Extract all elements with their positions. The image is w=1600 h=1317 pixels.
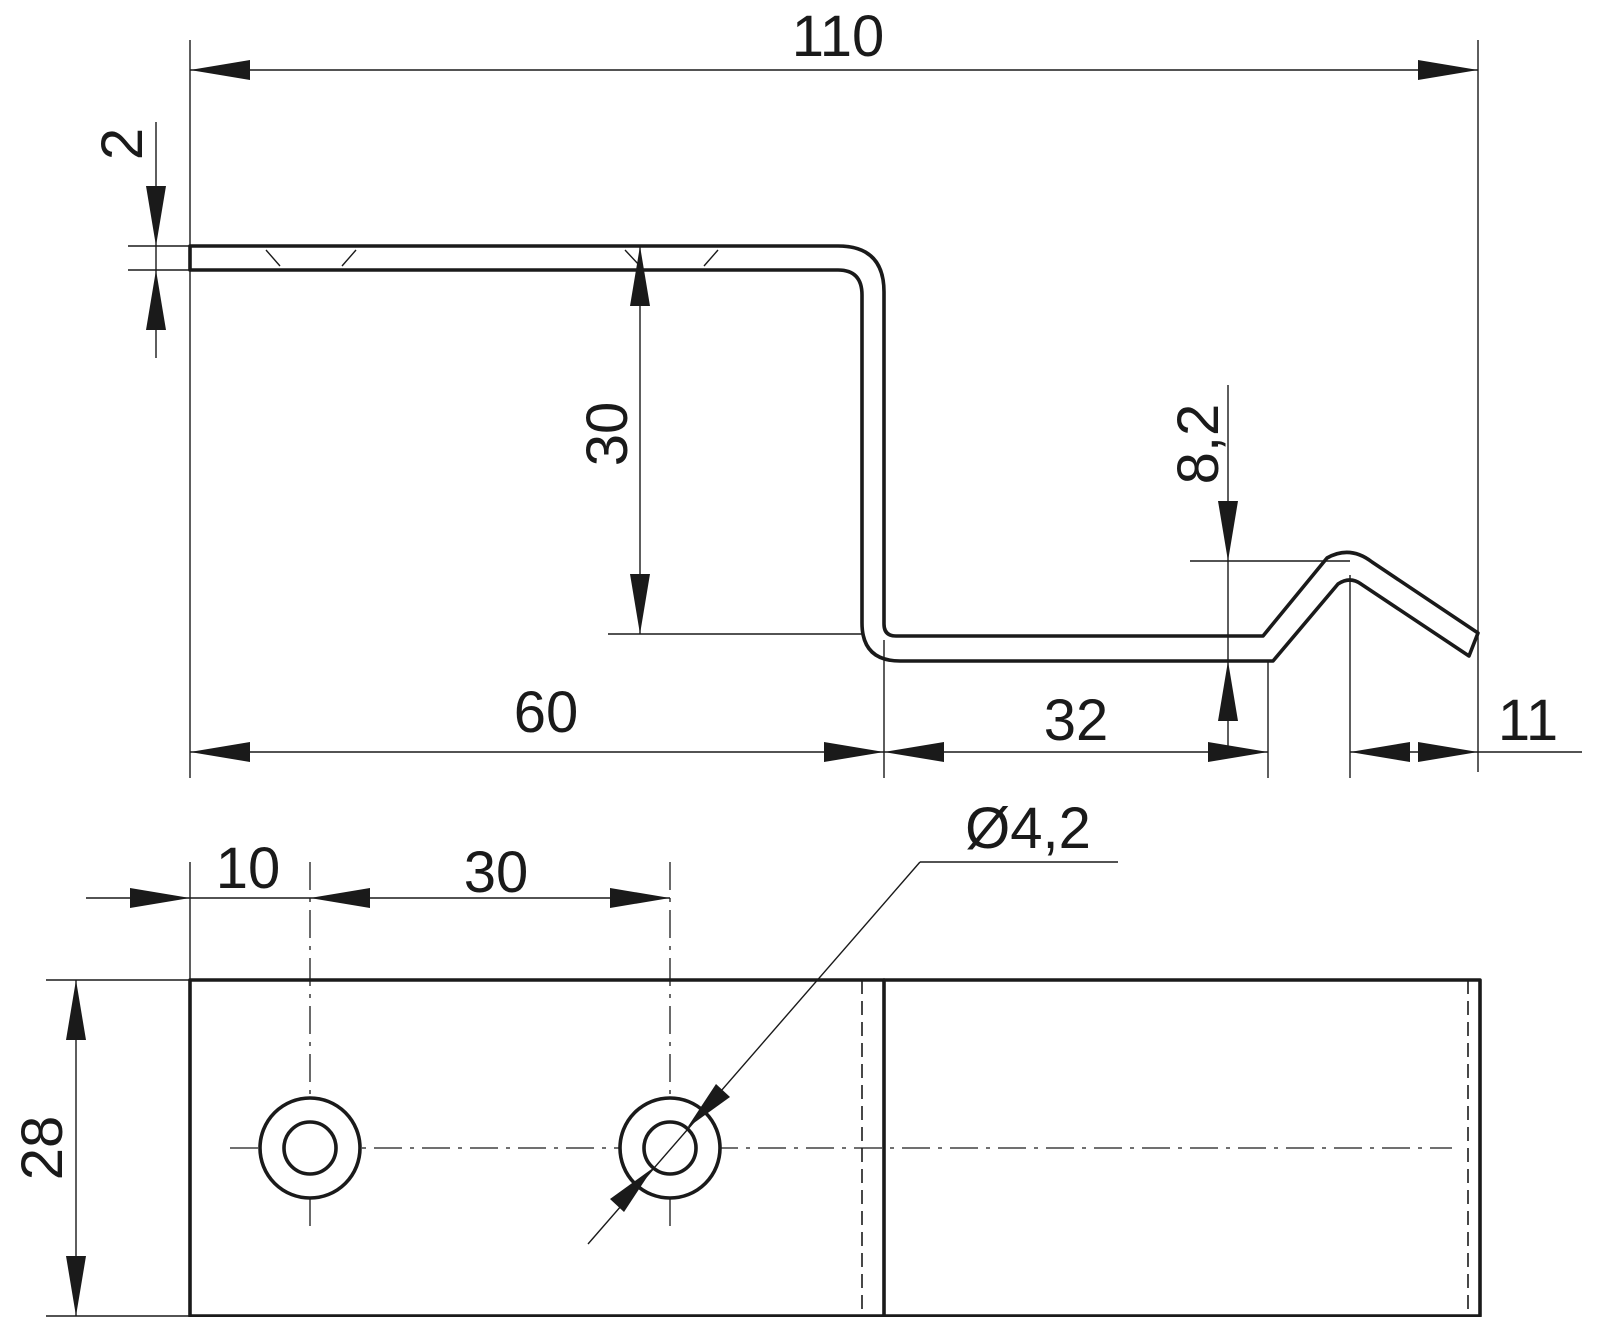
dim-hole-diameter: Ø4,2 — [587, 796, 1118, 1245]
dim-thickness: 2 — [90, 122, 190, 358]
dim-overall-length: 110 — [189, 4, 1479, 772]
dim-label-110: 110 — [792, 4, 884, 69]
dim-hole-positions: 10 30 — [86, 836, 670, 980]
plate-outline — [188, 978, 1482, 1317]
dim-label-11: 11 — [1498, 688, 1558, 753]
dim-label-60: 60 — [514, 680, 579, 745]
mounting-hole-2 — [618, 1096, 722, 1200]
dim-label-32: 32 — [1044, 688, 1109, 753]
dim-label-2: 2 — [90, 128, 155, 160]
top-view — [188, 862, 1482, 1317]
dim-hook-height: 8,2 — [1166, 385, 1350, 750]
dim-label-diameter: Ø4,2 — [965, 796, 1091, 861]
dim-width: 28 — [10, 979, 190, 1317]
dim-label-8-2: 8,2 — [1166, 404, 1231, 485]
thickness-hatch — [265, 249, 719, 267]
side-view — [188, 244, 1480, 663]
dim-label-30-horizontal: 30 — [464, 840, 529, 905]
dim-bottom-chain: 60 32 11 — [189, 270, 1582, 778]
mounting-hole-1 — [258, 1096, 362, 1200]
dim-step-height: 30 — [575, 246, 862, 635]
dim-label-30-vertical: 30 — [575, 402, 640, 467]
dim-label-28: 28 — [10, 1116, 75, 1181]
dim-label-10: 10 — [216, 836, 281, 901]
bracket-profile-outer — [188, 244, 1480, 663]
